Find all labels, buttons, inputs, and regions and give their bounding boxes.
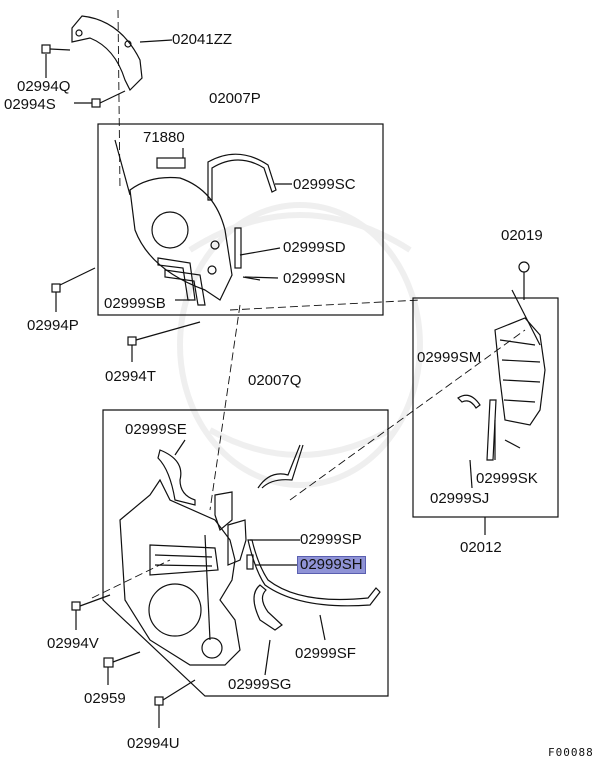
part-label-02999SK[interactable]: 02999SK (476, 470, 538, 487)
part-label-02999SM[interactable]: 02999SM (417, 349, 482, 366)
part-label-02999SN[interactable]: 02999SN (283, 270, 346, 287)
group-box-02007P (97, 123, 384, 316)
part-label-02994V[interactable]: 02994V (47, 635, 99, 652)
part-label-02999SP[interactable]: 02999SP (300, 531, 362, 548)
rear-plate (457, 261, 546, 461)
bolt-02994U (154, 679, 196, 728)
part-label-02012[interactable]: 02012 (460, 539, 502, 556)
part-label-02999SF[interactable]: 02999SF (295, 645, 356, 662)
part-label-02959[interactable]: 02959 (84, 690, 126, 707)
figure-code: F00088 (548, 746, 594, 759)
part-label-02019[interactable]: 02019 (501, 227, 543, 244)
group-box-02007Q (102, 409, 389, 697)
alignment-lines (91, 9, 526, 599)
part-label-02994Q[interactable]: 02994Q (17, 78, 71, 95)
bolt-02994V (71, 594, 111, 630)
bolt-02994P (51, 267, 96, 312)
part-label-02994T[interactable]: 02994T (105, 368, 156, 385)
nut-02959 (103, 651, 141, 685)
part-label-02994P[interactable]: 02994P (27, 317, 79, 334)
part-label-02999SC[interactable]: 02999SC (293, 176, 356, 193)
part-label-02994S[interactable]: 02994S (4, 96, 56, 113)
part-label-02999SJ[interactable]: 02999SJ (430, 490, 490, 507)
part-label-02007Q[interactable]: 02007Q (248, 372, 302, 389)
bolt-02994S (74, 90, 126, 108)
part-label-02999SH-highlighted[interactable]: 02999SH (297, 556, 366, 574)
part-label-02041ZZ[interactable]: 02041ZZ (172, 31, 233, 48)
part-label-71880[interactable]: 71880 (143, 129, 185, 146)
bracket-part (71, 15, 173, 92)
part-label-02999SD[interactable]: 02999SD (283, 239, 346, 256)
part-label-02999SE[interactable]: 02999SE (125, 421, 187, 438)
upper-timing-cover (114, 139, 277, 306)
part-label-02007P[interactable]: 02007P (209, 90, 261, 107)
bolt-02994Q (41, 44, 71, 78)
bolt-02994T (127, 321, 201, 362)
part-label-02999SG[interactable]: 02999SG (228, 676, 292, 693)
part-label-02994U[interactable]: 02994U (127, 735, 180, 752)
part-label-02999SB[interactable]: 02999SB (104, 295, 166, 312)
lower-timing-cover (119, 444, 381, 666)
